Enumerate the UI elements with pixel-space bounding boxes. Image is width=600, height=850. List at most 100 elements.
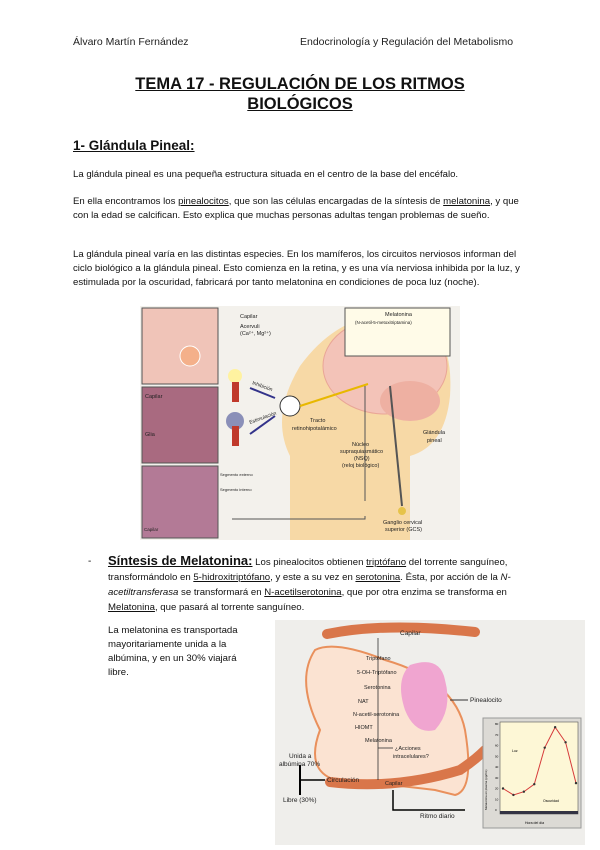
nucleus <box>401 662 448 731</box>
data-point <box>512 793 515 797</box>
text: , que pasará al torrente sanguíneo. <box>154 602 305 613</box>
text: , que por otra enzima se transforma en <box>341 587 507 598</box>
label: Segmento interno <box>220 487 252 492</box>
melatonin-daily-rhythm-graph: Melatonina en plasma (pg/mL) Hora del dí… <box>482 717 582 829</box>
candle-dark-icon <box>232 426 239 446</box>
text: Los pinealocitos obtienen <box>252 557 367 568</box>
term: N-acetilserotonina <box>264 587 342 598</box>
label: (Ca²⁺, Mg²⁺) <box>240 330 271 337</box>
term: 5-hidroxitriptófano <box>193 572 271 583</box>
label: Ritmo diario <box>420 813 455 820</box>
title-line-1: TEMA 17 - REGULACIÓN DE LOS RITMOS <box>135 75 465 93</box>
tissue-panel-3 <box>141 465 219 539</box>
y-tick-label: 10 <box>495 797 499 801</box>
y-tick-label: 70 <box>495 733 499 737</box>
cerebellum <box>380 381 440 421</box>
y-tick-label: 0 <box>495 808 497 812</box>
label: Triptófano <box>366 656 391 662</box>
label: Serotonina <box>364 685 392 691</box>
bullet: - <box>88 556 92 567</box>
data-point <box>574 781 578 785</box>
term: Melatonina <box>108 602 155 613</box>
melatonin-synthesis-figure: Capilar Triptófano 5-OH-Triptófano Serot… <box>275 620 585 845</box>
term: triptófano <box>366 557 407 568</box>
y-tick-label: 20 <box>495 787 499 791</box>
data-point <box>543 746 546 749</box>
transport-note: La melatonina es transportada mayoritari… <box>108 625 238 678</box>
label: Núcleo <box>352 442 369 448</box>
term-pinealocitos: pinealocitos <box>178 196 229 207</box>
label: (reloj biológico) <box>342 463 379 469</box>
capillary-bottom <box>325 745 490 790</box>
label: ¿Acciones <box>395 746 421 752</box>
melatonin-synthesis-illustration: Capilar Triptófano 5-OH-Triptófano Serot… <box>275 620 585 845</box>
label: Capilar <box>400 630 421 637</box>
capillary-top <box>322 622 480 639</box>
text: , y este a su vez en <box>270 572 356 583</box>
label: Capilar <box>385 781 403 787</box>
page-title: TEMA 17 - REGULACIÓN DE LOS RITMOS BIOLÓ… <box>0 74 600 114</box>
darkness-label: Oscuridad <box>543 799 559 803</box>
light-label: Luz <box>512 749 518 753</box>
section-heading: 1- Glándula Pineal: <box>73 138 195 153</box>
y-tick-label: 80 <box>495 722 499 726</box>
label: retinohipotalámico <box>292 426 337 432</box>
label: Unida a <box>289 753 312 760</box>
eye <box>279 395 301 417</box>
header-subject: Endocrinología y Regulación del Metaboli… <box>300 36 514 48</box>
label: Capilar <box>145 394 163 400</box>
enzyme-name: N-acetiltransferasa <box>108 572 511 598</box>
label: Capilar <box>240 314 258 320</box>
label: Capilar <box>144 527 159 532</box>
header-author: Álvaro Martín Fernández <box>73 36 189 48</box>
label: NAT <box>358 699 369 705</box>
label: Tracto <box>310 418 325 424</box>
label: 5-OH-Triptófano <box>357 670 397 676</box>
label: superior (GCS) <box>385 527 422 533</box>
subsection-heading: Síntesis de Melatonina: <box>108 553 253 568</box>
darkness-bar <box>500 811 578 814</box>
data-point <box>501 787 505 790</box>
label: Ganglio cervical <box>383 520 422 526</box>
y-tick-label: 30 <box>495 776 499 780</box>
label: Libre (30%) <box>283 797 317 804</box>
label: Segmento externo <box>220 472 253 477</box>
tissue-panel-2 <box>141 386 219 464</box>
label: Melatonina <box>385 312 413 318</box>
y-axis-label: Melatonina en plasma (pg/mL) <box>484 769 488 810</box>
text: . Ésta, por acción de la <box>400 572 501 583</box>
text: , que son las células encargadas de la s… <box>228 196 444 207</box>
label: albúmina 70% <box>279 761 320 768</box>
pineal-pathway-illustration: Capilar Acervuli (Ca²⁺, Mg²⁺) Capilar Gl… <box>140 306 460 540</box>
label: Circulación <box>327 777 360 784</box>
label: pineal <box>427 438 442 444</box>
label: supraquiasmático <box>340 449 383 455</box>
text: se transformará en <box>178 587 265 598</box>
melatonin-structure-box <box>344 307 451 357</box>
tissue-panel-1 <box>141 307 219 385</box>
x-axis-label: Hora del día <box>525 821 544 825</box>
paragraph-1: La glándula pineal es una pequeña estruc… <box>73 169 459 180</box>
y-tick-label: 40 <box>495 765 499 769</box>
label: Acervuli <box>240 324 260 330</box>
title-line-2: BIOLÓGICOS <box>247 95 353 113</box>
candle-light-icon <box>232 382 239 402</box>
text: En ella encontramos los <box>73 196 179 207</box>
pineal-pathway-figure: Capilar Acervuli (Ca²⁺, Mg²⁺) Capilar Gl… <box>140 306 460 540</box>
y-tick-label: 50 <box>495 754 499 758</box>
label: Melatonina <box>365 738 393 744</box>
label: N-acetil-serotonina <box>353 712 400 718</box>
melatonin-line <box>502 726 577 796</box>
label: Glándula <box>423 430 446 436</box>
label: (NSQ) <box>354 456 370 462</box>
data-point <box>553 726 557 729</box>
y-tick-label: 60 <box>495 744 499 748</box>
data-point <box>564 741 567 744</box>
synthesis-paragraph: Síntesis de Melatonina: Los pinealocitos… <box>108 553 548 615</box>
paragraph-3: La glándula pineal varía en las distinta… <box>73 249 520 288</box>
data-point <box>533 783 536 786</box>
label: intracelulares? <box>393 754 429 760</box>
label: (N-acetil-5-metoxitriptamina) <box>355 320 412 325</box>
term-melatonina: melatonina <box>443 196 491 207</box>
label: HIOMT <box>355 725 373 731</box>
